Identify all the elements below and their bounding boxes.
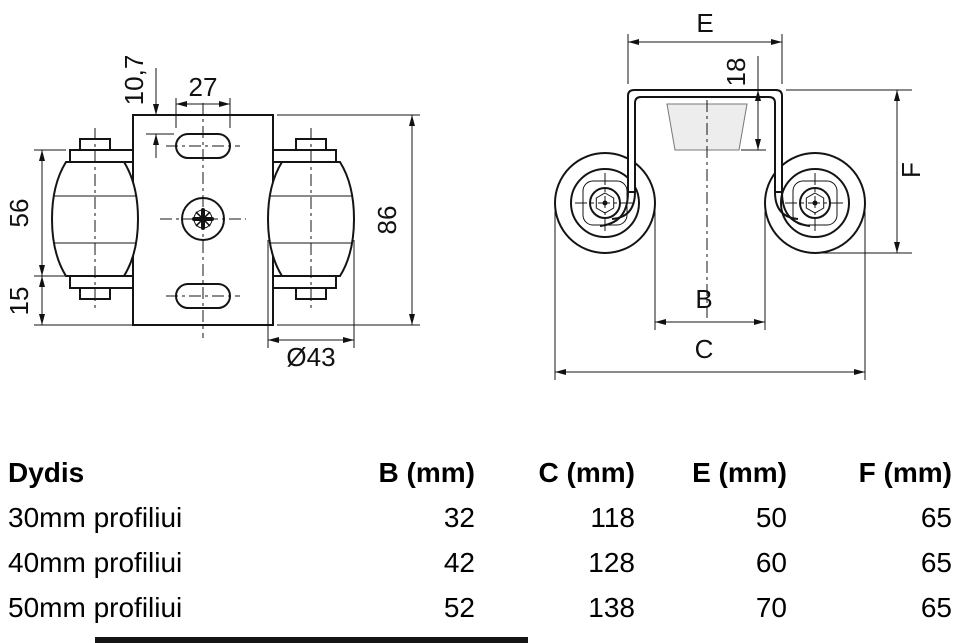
dim-label-roller-diameter: Ø43: [286, 342, 335, 372]
col-header-dydis: Dydis: [8, 456, 85, 488]
cell-c: 138: [588, 591, 635, 623]
dim-label-overall-height: F: [896, 162, 926, 178]
table-row: 40mm profiliui 42 128 60 65: [8, 540, 952, 585]
col-header-b: B (mm): [378, 456, 475, 488]
left-bottom-flange: [69, 275, 134, 289]
left-roller: [50, 138, 140, 300]
dim-label-plate-height: 86: [372, 206, 402, 235]
dim-label-bottom-offset: 15: [4, 287, 34, 316]
dim-inner-span: B: [654, 208, 766, 330]
right-top-flange: [272, 149, 337, 163]
front-view: 10,7 27 56 15: [4, 55, 420, 372]
table-row: 30mm profiliui 32 118 50 65: [8, 495, 952, 540]
size-table: Dydis B (mm) C (mm) E (mm) F (mm) 30mm p…: [8, 450, 952, 630]
table-row: 50mm profiliui 52 138 70 65: [8, 585, 952, 630]
table-header-row: Dydis B (mm) C (mm) E (mm) F (mm): [8, 450, 952, 495]
dim-plate-height: 86: [277, 114, 420, 326]
dim-roller-diameter: Ø43: [267, 240, 355, 372]
cell-e: 70: [755, 591, 787, 623]
cell-f: 65: [920, 591, 952, 623]
dim-bottom-offset: 15: [4, 276, 133, 326]
cell-b: 42: [443, 546, 475, 578]
col-header-f: F (mm): [858, 456, 952, 488]
col-header-c: C (mm): [538, 456, 635, 488]
dim-slot-width: 27: [175, 72, 231, 128]
dim-label-slot-width: 27: [189, 72, 218, 102]
dim-label-overall-width: C: [695, 334, 714, 364]
dim-hat-width: E: [627, 8, 783, 84]
side-view: E 18 F B: [554, 8, 926, 380]
row-label: 50mm profiliui: [8, 591, 183, 623]
row-label: 30mm profiliui: [8, 501, 183, 533]
left-wheel: [554, 152, 656, 254]
dim-label-hat-depth: 18: [721, 58, 751, 87]
row-label: 40mm profiliui: [8, 546, 183, 578]
cell-f: 65: [920, 546, 952, 578]
cell-c: 128: [588, 546, 635, 578]
dim-overall-height: F: [786, 89, 926, 254]
right-wheel: [764, 152, 866, 254]
dim-label-top-offset: 10,7: [119, 55, 149, 106]
dim-label-roller-span: 56: [4, 199, 34, 228]
cell-e: 50: [755, 501, 787, 533]
cell-c: 118: [590, 501, 635, 533]
right-bottom-flange: [272, 275, 337, 289]
dim-label-inner-span: B: [695, 284, 712, 314]
dim-top-offset: 10,7: [119, 55, 174, 158]
dim-hat-depth: 18: [721, 56, 766, 151]
cell-f: 65: [920, 501, 952, 533]
dim-overall-width: C: [554, 208, 866, 380]
cell-e: 60: [755, 546, 787, 578]
left-top-flange: [69, 149, 134, 163]
col-header-e: E (mm): [692, 456, 787, 488]
cell-b: 32: [443, 501, 475, 533]
dim-label-hat-width: E: [696, 8, 713, 38]
drawing-views: 10,7 27 56 15: [4, 8, 926, 380]
cropped-bottom-bar: [95, 637, 528, 643]
cell-b: 52: [443, 591, 475, 623]
dim-roller-span: 56: [4, 149, 66, 277]
